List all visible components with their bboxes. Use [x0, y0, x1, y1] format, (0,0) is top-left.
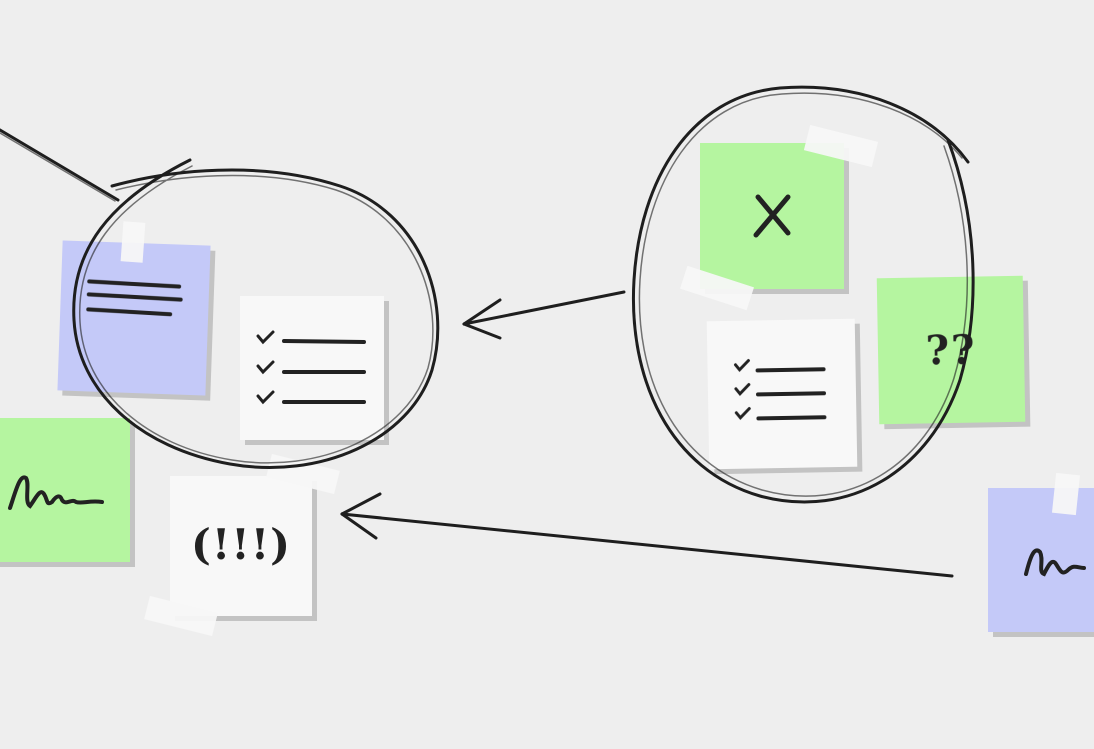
sticky-note-white-checklist: [240, 296, 384, 440]
sticky-note-green-question: ??: [876, 275, 1026, 425]
sticky-note-white-checklist-right: [706, 318, 858, 470]
scribble-icon: [8, 475, 104, 510]
scribble-icon: [1024, 548, 1086, 577]
tape-strip: [1051, 472, 1081, 516]
sticky-note-purple-scribble: [988, 488, 1094, 632]
arrow-to-alert-note: [340, 492, 954, 578]
alert-text: (!!!): [190, 520, 292, 569]
question-text: ??: [925, 326, 977, 375]
sticky-note-purple-text-lines: [57, 240, 211, 396]
sticky-note-white-alert: (!!!): [170, 476, 312, 616]
arrow-to-left-circle: [462, 290, 626, 340]
sticky-note-green-rejected: [700, 143, 844, 289]
sticky-note-green-scribble: [0, 418, 130, 562]
x-mark-icon: [753, 194, 791, 238]
checklist-icon: [733, 359, 827, 421]
checklist-icon: [256, 330, 366, 405]
text-lines-icon: [86, 279, 183, 317]
tape-strip: [120, 221, 146, 263]
